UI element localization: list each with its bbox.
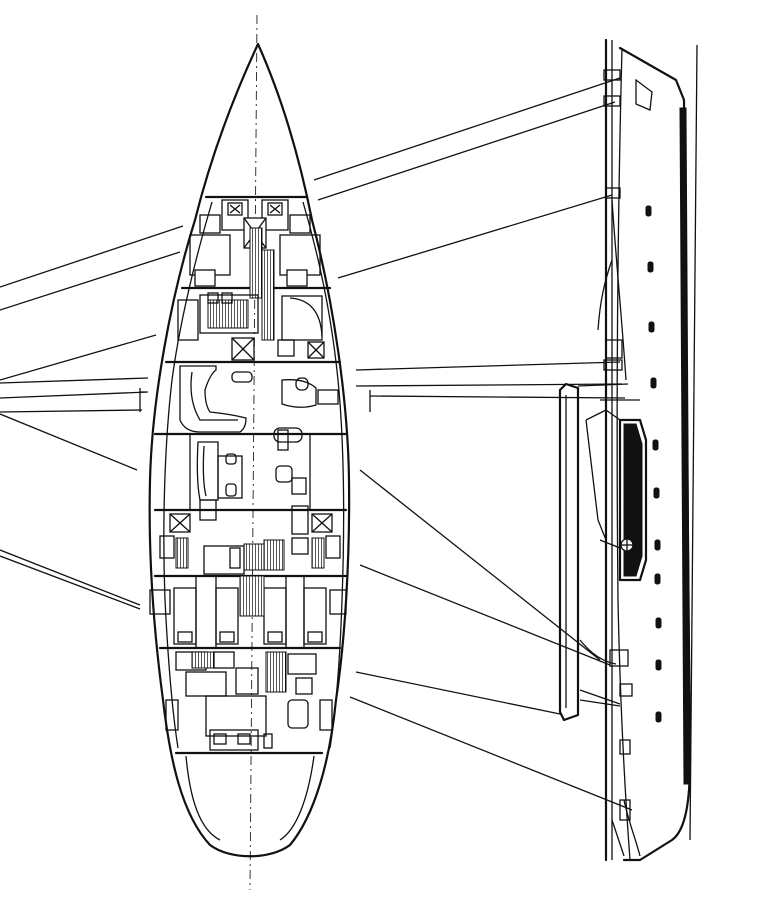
sheer-stripe <box>679 107 691 785</box>
portholes <box>645 205 662 723</box>
hull-outline <box>148 42 351 858</box>
galley <box>164 227 342 364</box>
aft-cabin <box>165 651 333 751</box>
saloon <box>153 365 348 535</box>
mid-cabins <box>149 513 348 650</box>
deck-plan <box>148 14 351 891</box>
boom <box>558 382 580 722</box>
deckhouse <box>618 418 648 582</box>
cockpit <box>185 755 315 841</box>
sail-profile <box>558 38 698 862</box>
plan-centerline <box>249 14 258 891</box>
leader-lines <box>0 77 633 811</box>
forward-cabin <box>180 199 332 290</box>
